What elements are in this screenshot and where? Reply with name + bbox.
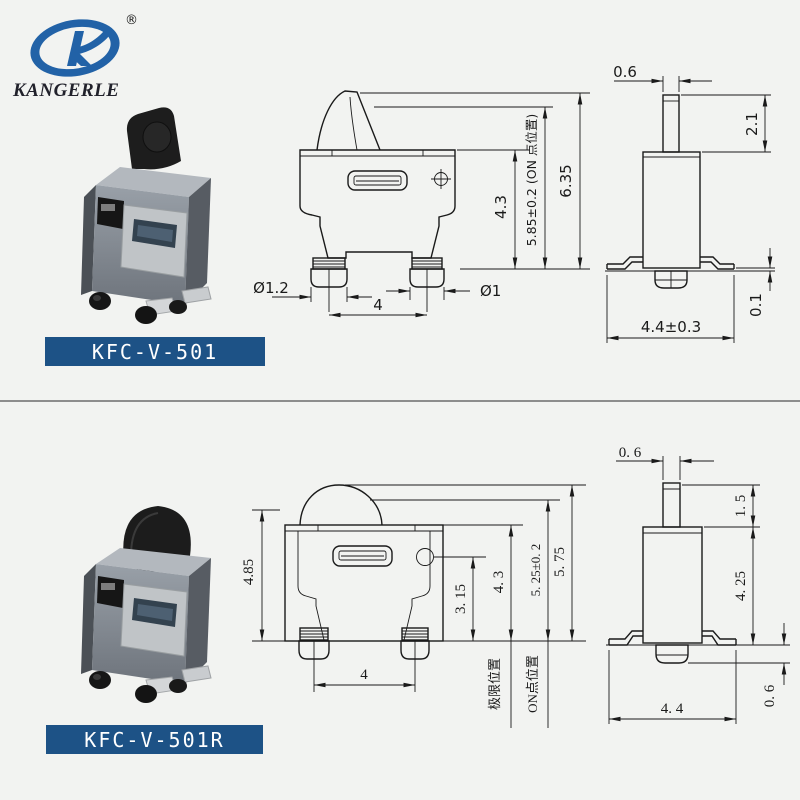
dim-total-height: 6.35 (557, 164, 575, 197)
slot (332, 545, 393, 567)
brand-name: KANGERLE (13, 80, 120, 101)
logo-k-glyph (67, 27, 112, 66)
crosshair-mark (431, 169, 451, 189)
front-view-kfc-v-501: 4.3 5.85±0.2 (ON 点位置) 6.35 Ø1.2 Ø1 4 (253, 90, 590, 318)
left-pin (310, 257, 348, 312)
bottom-terminal (654, 270, 688, 289)
right-pin (400, 627, 430, 692)
dim-on-point: 5. 25±0. 2 (528, 544, 543, 597)
dim-on-point: 5.85±0.2 (ON 点位置) (524, 114, 539, 247)
dim-actuator-height: 2.1 (743, 112, 761, 136)
side-view-kfc-v-501: 0.6 2.1 0.1 4.4±0.3 (605, 63, 775, 343)
switch-body-photo (81, 167, 211, 305)
body-outline (284, 524, 444, 642)
bottom-terminal (655, 644, 689, 664)
dim-circle-height: 3. 15 (453, 584, 469, 614)
dim-actuator-height: 1. 5 (733, 495, 749, 518)
product-photo-kfc-v-501 (81, 107, 212, 324)
model-label-kfc-v-501: KFC-V-501 (45, 337, 265, 366)
switch-body-photo (81, 548, 211, 684)
switch-terminals-photo (89, 286, 212, 324)
side-body (642, 151, 701, 269)
dim-body-height: 4.3 (492, 195, 510, 219)
dim-pin-pitch: 4 (360, 667, 368, 683)
dim-total-height: 5. 75 (552, 547, 568, 577)
switch-lever-photo (126, 107, 181, 170)
lever-outline (316, 90, 381, 151)
product-photo-kfc-v-501r (81, 506, 212, 703)
dim-pin-dia-left: Ø1.2 (253, 279, 289, 297)
on-point-circle (416, 548, 434, 566)
actuator-pin (662, 94, 680, 153)
dim-actuator-width: 0. 6 (619, 445, 642, 461)
label-on-position: ON点位置 (525, 655, 540, 713)
technical-drawing-kfc-v-501r: 4.85 3. 15 4. 3 5. 25±0. 2 5. 75 极限位置 ON… (241, 445, 790, 728)
dome-lever (299, 484, 383, 526)
dim-foot-thickness: 0.1 (747, 293, 765, 317)
dim-pin-pitch: 4 (373, 296, 383, 314)
dim-actuator-width: 0.6 (613, 63, 637, 81)
kangerle-logo: ® (30, 13, 138, 77)
switch-terminals-photo (89, 665, 212, 703)
side-view-kfc-v-501r: 0. 6 1. 5 4. 25 0. 6 4. 4 (606, 445, 790, 724)
model-label-kfc-v-501r: KFC-V-501R (46, 725, 263, 754)
dim-pin-depth: 0. 6 (762, 684, 778, 707)
dim-body-height: 4. 25 (733, 571, 749, 601)
section-divider (0, 400, 800, 402)
label-limit-position: 极限位置 (487, 658, 502, 710)
registered-mark: ® (125, 13, 138, 28)
side-body (642, 526, 703, 644)
actuator-pin (662, 482, 681, 528)
dim-body-width: 4.4±0.3 (641, 318, 701, 336)
dim-body-width: 4. 4 (661, 701, 684, 717)
right-pin (409, 257, 445, 312)
body-outline (299, 149, 456, 259)
dim-pin-dia-right: Ø1 (480, 282, 501, 300)
technical-drawing-kfc-v-501: 4.3 5.85±0.2 (ON 点位置) 6.35 Ø1.2 Ø1 4 (253, 63, 775, 343)
dim-lever-height: 4.85 (241, 559, 257, 585)
left-pin (298, 627, 330, 692)
front-view-kfc-v-501r: 4.85 3. 15 4. 3 5. 25±0. 2 5. 75 极限位置 ON… (241, 484, 586, 728)
dim-body-height: 4. 3 (491, 571, 507, 594)
slot (347, 170, 408, 191)
